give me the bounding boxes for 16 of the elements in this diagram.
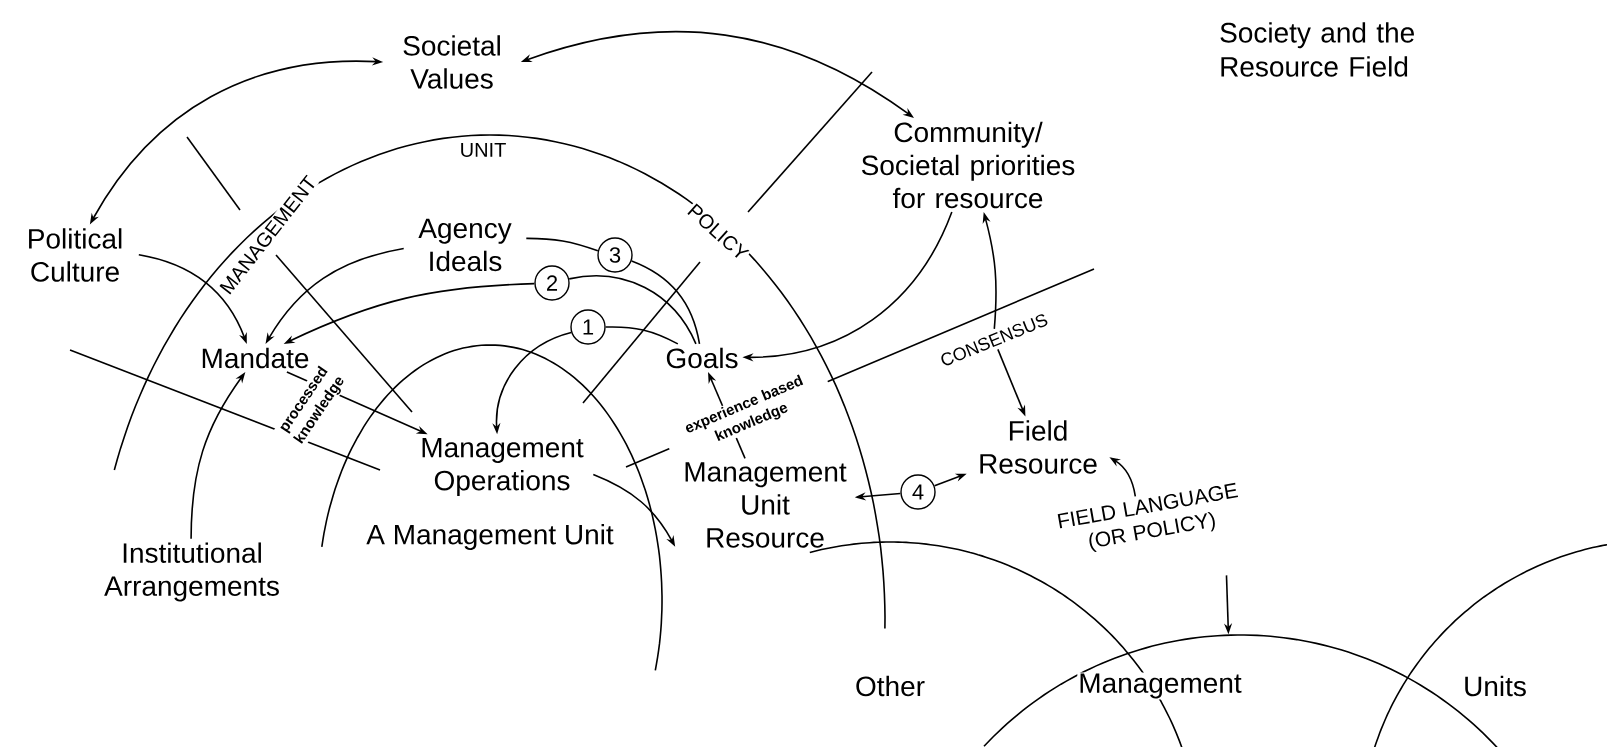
unit-label: A Management Unit	[365, 522, 615, 552]
arc-label: UNIT	[458, 142, 508, 158]
circle-label: Units	[1462, 674, 1528, 698]
concept-text: FIELD LANGUAGE (OR POLICY)	[1057, 482, 1239, 552]
concept-text: Management Operations	[422, 437, 584, 496]
concept-text: Political Culture	[29, 228, 122, 282]
concept-text: Field Resource	[980, 420, 1097, 474]
concept-text: Societal Values	[403, 35, 500, 89]
concept-text: Agency Ideals	[418, 218, 512, 272]
concept-text: Institutional Arrangements	[104, 542, 279, 602]
concept-text: Management Unit Resource	[685, 462, 847, 548]
circle-label: Management	[1077, 672, 1243, 700]
circle-arc	[1373, 543, 1607, 747]
concept-text: Community/ Societal priorities for resource	[861, 121, 1075, 209]
circle-label: Other	[854, 674, 926, 698]
title: Society and the Resource Field	[1220, 22, 1414, 77]
